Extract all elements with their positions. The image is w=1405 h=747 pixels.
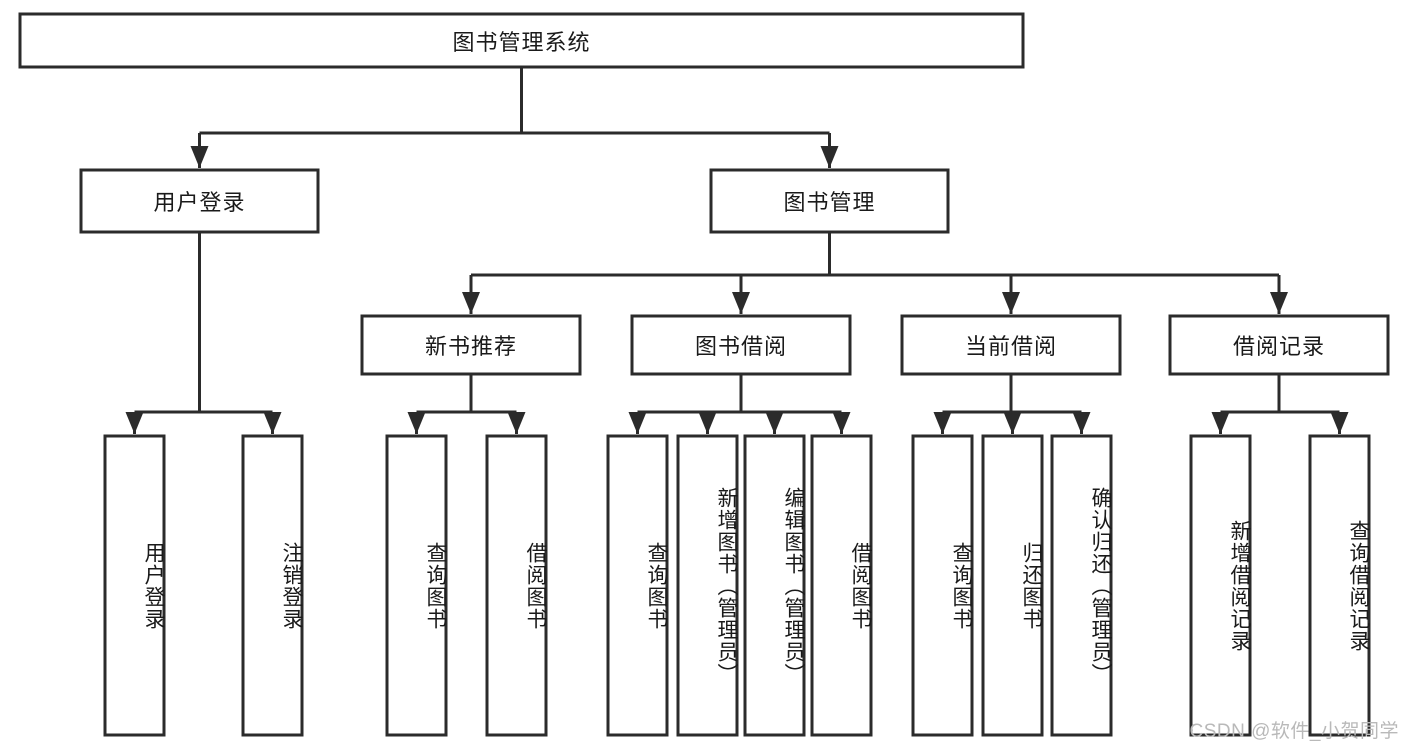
node-borrow-records-box[interactable] (1168, 314, 1390, 376)
arrowhead-icon (263, 412, 282, 434)
node-current-borrow-box[interactable] (900, 314, 1122, 376)
arrowhead-icon (933, 412, 952, 434)
node-user-login-box[interactable] (79, 168, 320, 234)
node-leaf-edit-book-box[interactable] (743, 434, 806, 737)
arrowhead-icon (507, 412, 526, 434)
watermark-text: CSDN @软件_小贺同学 (1189, 721, 1399, 742)
node-book-borrow-box[interactable] (630, 314, 852, 376)
arrowhead-icon (832, 412, 851, 434)
node-leaf-add-book-box[interactable] (676, 434, 739, 737)
arrowhead-icon (628, 412, 647, 434)
arrowhead-icon (462, 292, 480, 314)
arrowhead-icon (190, 146, 209, 168)
node-leaf-borrow-book-box[interactable] (810, 434, 873, 737)
arrowhead-icon (125, 412, 144, 434)
arrowhead-icon (1330, 412, 1349, 434)
node-leaf-borrow-book-rec-box[interactable] (485, 434, 548, 737)
node-leaf-query-book-current-box[interactable] (911, 434, 974, 737)
node-leaf-add-borrow-record-box[interactable] (1189, 434, 1252, 737)
node-leaf-query-borrow-record-box[interactable] (1308, 434, 1371, 737)
arrowhead-icon (407, 412, 426, 434)
arrowhead-icon (1002, 292, 1020, 314)
arrowhead-icon (820, 146, 839, 168)
arrowhead-icon (732, 292, 750, 314)
arrowhead-icon (1270, 292, 1288, 314)
arrowhead-icon (1211, 412, 1230, 434)
node-book-manage-box[interactable] (709, 168, 950, 234)
node-leaf-return-book-box[interactable] (981, 434, 1044, 737)
node-leaf-logout-box[interactable] (241, 434, 304, 737)
node-leaf-query-book-borrow-box[interactable] (606, 434, 669, 737)
node-leaf-query-book-rec-box[interactable] (385, 434, 448, 737)
arrowhead-icon (698, 412, 717, 434)
node-leaf-confirm-return-box[interactable] (1050, 434, 1113, 737)
node-leaf-user-login-box[interactable] (103, 434, 166, 737)
node-root-box[interactable] (18, 12, 1025, 69)
arrowhead-icon (1072, 412, 1091, 434)
arrowhead-icon (1003, 412, 1022, 434)
arrowhead-icon (765, 412, 784, 434)
node-new-book-recommend-box[interactable] (360, 314, 582, 376)
